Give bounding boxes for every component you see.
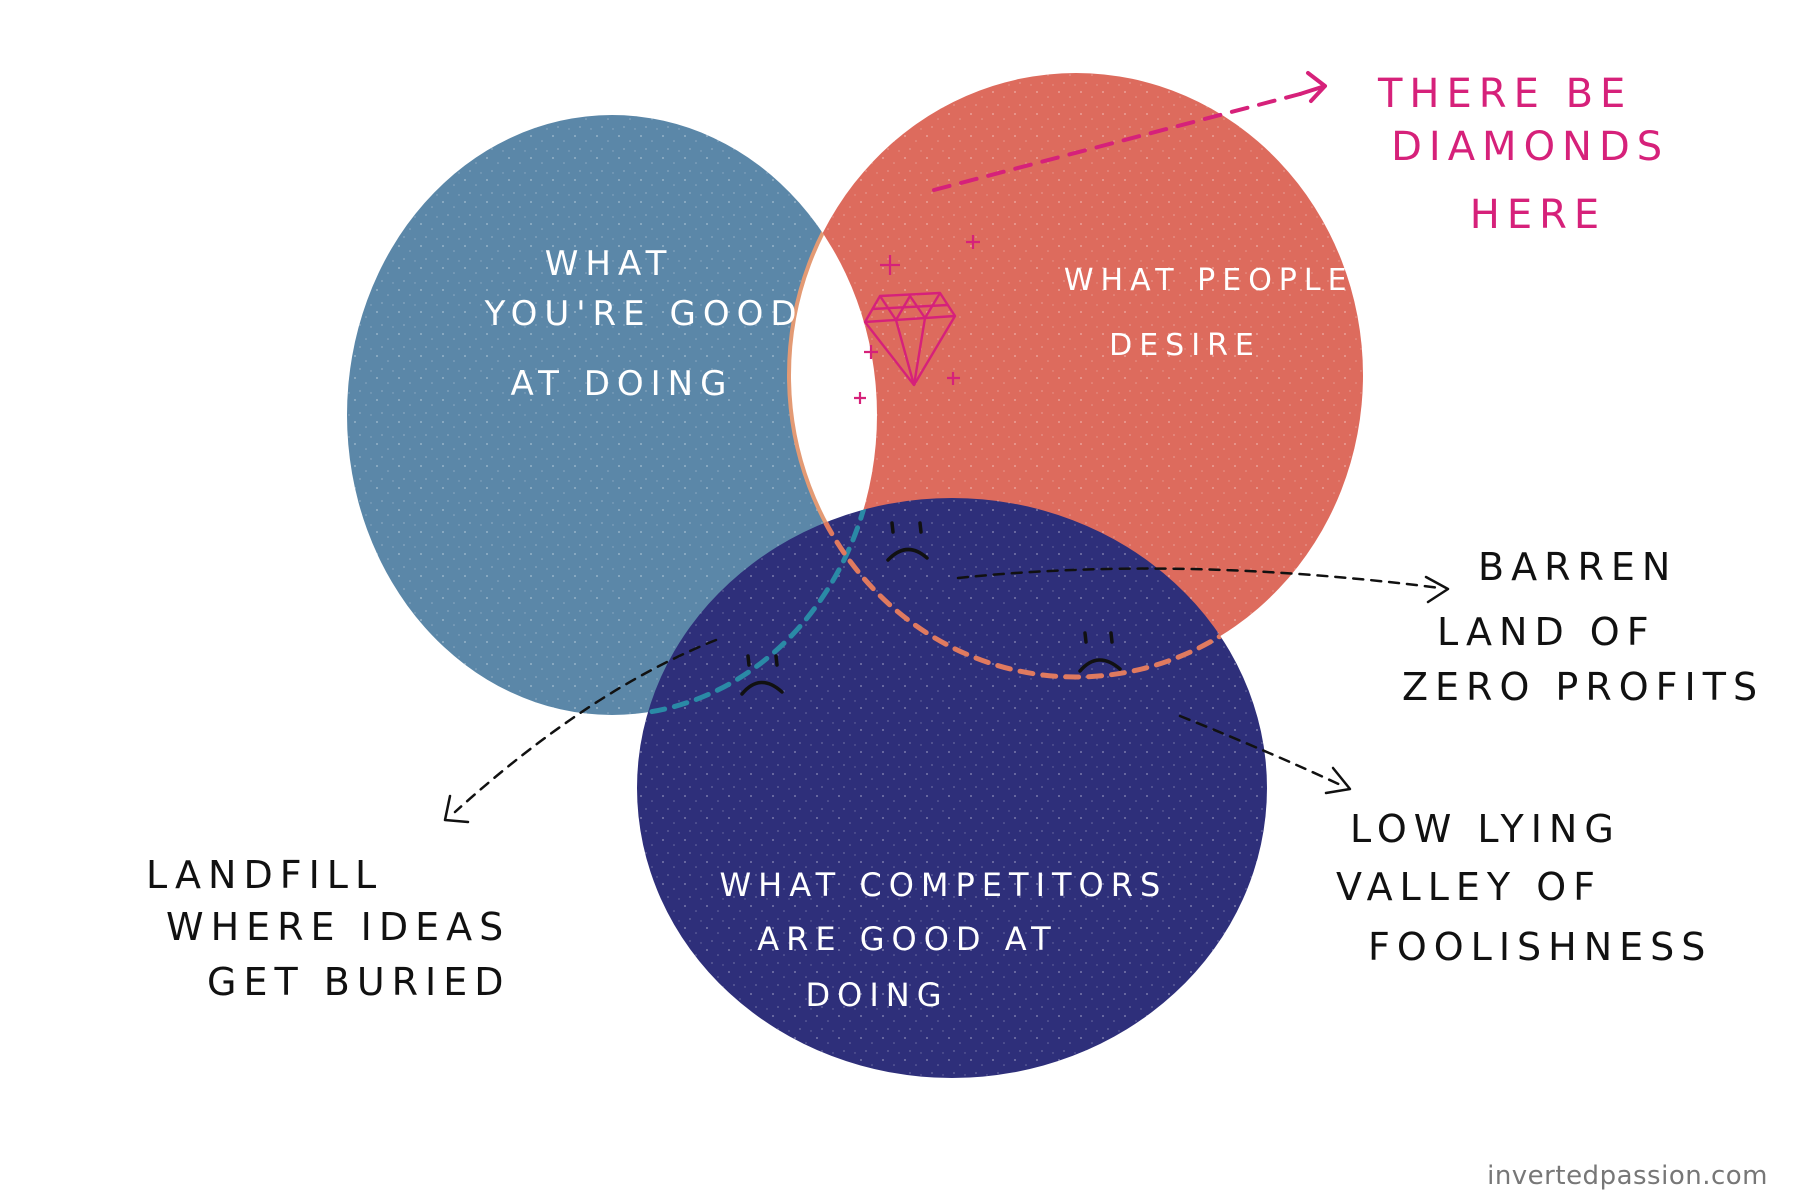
diamonds-callout-line: THERE BE [1377,71,1632,117]
desire-label-line: WHAT PEOPLE [1064,263,1354,298]
barren-callout-line: ZERO PROFITS [1402,665,1764,709]
landfill-arrowhead [443,794,470,824]
diamonds-callout: THERE BE DIAMONDS HERE [1377,71,1689,238]
skills-speckle [347,115,877,715]
diamonds-callout-line: DIAMONDS [1391,124,1669,170]
watermark: invertedpassion.com [1487,1161,1768,1191]
barren-callout-line: LAND OF [1437,610,1656,654]
diamonds-arrowhead [1298,71,1327,103]
barren-callout-line: BARREN [1478,545,1677,589]
valley-callout: LOW LYING VALLEY OF FOOLISHNESS [1336,807,1712,969]
competitors-label-line: WHAT COMPETITORS [720,866,1168,904]
valley-callout-line: LOW LYING [1350,807,1621,851]
landfill-arrow [453,638,718,814]
landfill-callout-line: GET BURIED [207,960,511,1004]
valley-callout-line: VALLEY OF [1336,865,1602,909]
barren-callout: BARREN LAND OF ZERO PROFITS [1402,545,1764,709]
barren-arrowhead [1424,575,1450,604]
skills-label-line: WHAT [545,244,674,284]
competitors-speckle [637,498,1267,1078]
desire-boundary-dashed [786,498,1267,680]
competitors-label: WHAT COMPETITORS ARE GOOD AT DOING [720,866,1185,1014]
sparkle-icon [854,235,980,404]
competitors-label-line: ARE GOOD AT [757,920,1057,958]
competitors-label-line: DOING [806,976,949,1014]
landfill-callout-line: WHERE IDEAS [166,905,510,949]
diamonds-arrow [932,92,1302,192]
sad-face-icon [740,654,784,696]
landfill-callout: LANDFILL WHERE IDEAS GET BURIED [146,853,529,1004]
barren-arrow [956,567,1442,590]
valley-callout-line: FOOLISHNESS [1368,925,1712,969]
skills-label: WHAT YOU'RE GOOD AT DOING [484,244,822,404]
valley-arrow [1178,714,1347,789]
skills-label-line: YOU'RE GOOD [484,294,804,334]
desire-label-line: DESIRE [1109,328,1261,363]
skills-label-line: AT DOING [511,364,734,404]
diamond-icon [863,291,957,387]
sad-face-icon [1078,631,1122,673]
sad-face-icon [886,521,929,562]
diamond-zone [787,115,877,679]
valley-arrowhead [1324,766,1352,795]
desire-label: WHAT PEOPLE DESIRE [1064,263,1370,363]
landfill-callout-line: LANDFILL [146,853,383,897]
diamonds-callout-line: HERE [1470,192,1606,238]
